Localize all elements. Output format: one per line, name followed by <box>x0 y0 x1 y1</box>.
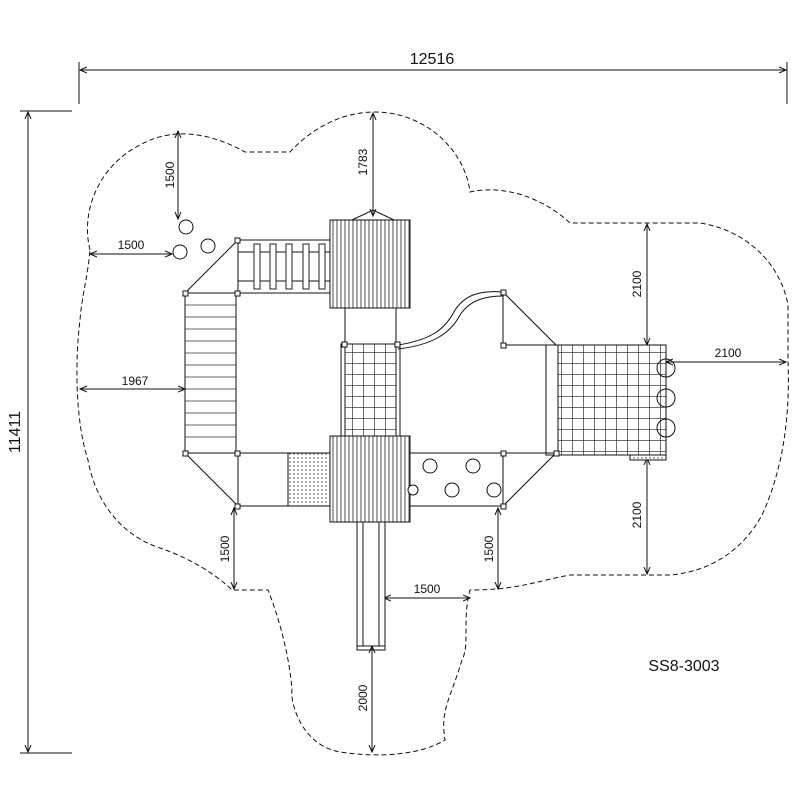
top-roof <box>329 209 411 309</box>
model-code-label: SS8-3003 <box>648 658 719 675</box>
overall-width-dimension <box>78 62 788 104</box>
dim-label-right-lower-vertical: 2100 <box>630 501 644 528</box>
curved-slide <box>397 291 504 350</box>
dim-label-bottom-right-vertical: 1500 <box>482 535 496 562</box>
bottom-roof <box>329 435 411 523</box>
bottom-left-panels <box>237 452 331 507</box>
overall-height-label: 11411 <box>7 411 24 453</box>
right-frame <box>502 291 557 346</box>
dim-label-bottom-left-vertical: 1500 <box>218 535 232 562</box>
center-net-tunnel <box>340 307 401 437</box>
straight-slide <box>356 521 386 651</box>
dim-label-bottom-center-horizontal: 1500 <box>414 582 441 596</box>
dim-label-right-upper-vertical: 2100 <box>630 270 644 297</box>
right-climbing-net <box>545 344 676 461</box>
dim-label-top-center-vertical: 1783 <box>356 148 370 175</box>
dim-label-left-horizontal: 1967 <box>122 374 149 388</box>
dim-label-bottom-center-vertical: 2000 <box>356 684 370 711</box>
dim-label-right-horizontal: 2100 <box>715 346 742 360</box>
dim-label-top-left-vertical: 1500 <box>163 161 177 188</box>
stepping-posts <box>172 219 216 260</box>
playground-structure <box>172 209 676 651</box>
posts <box>182 237 560 510</box>
overall-width-label: 12516 <box>410 51 455 68</box>
top-bridge <box>237 239 331 294</box>
overall-height-dimension <box>20 110 72 754</box>
bottom-right-panel <box>407 452 557 507</box>
dim-label-top-left-horizontal: 1500 <box>118 238 145 252</box>
left-bridge <box>184 239 239 507</box>
